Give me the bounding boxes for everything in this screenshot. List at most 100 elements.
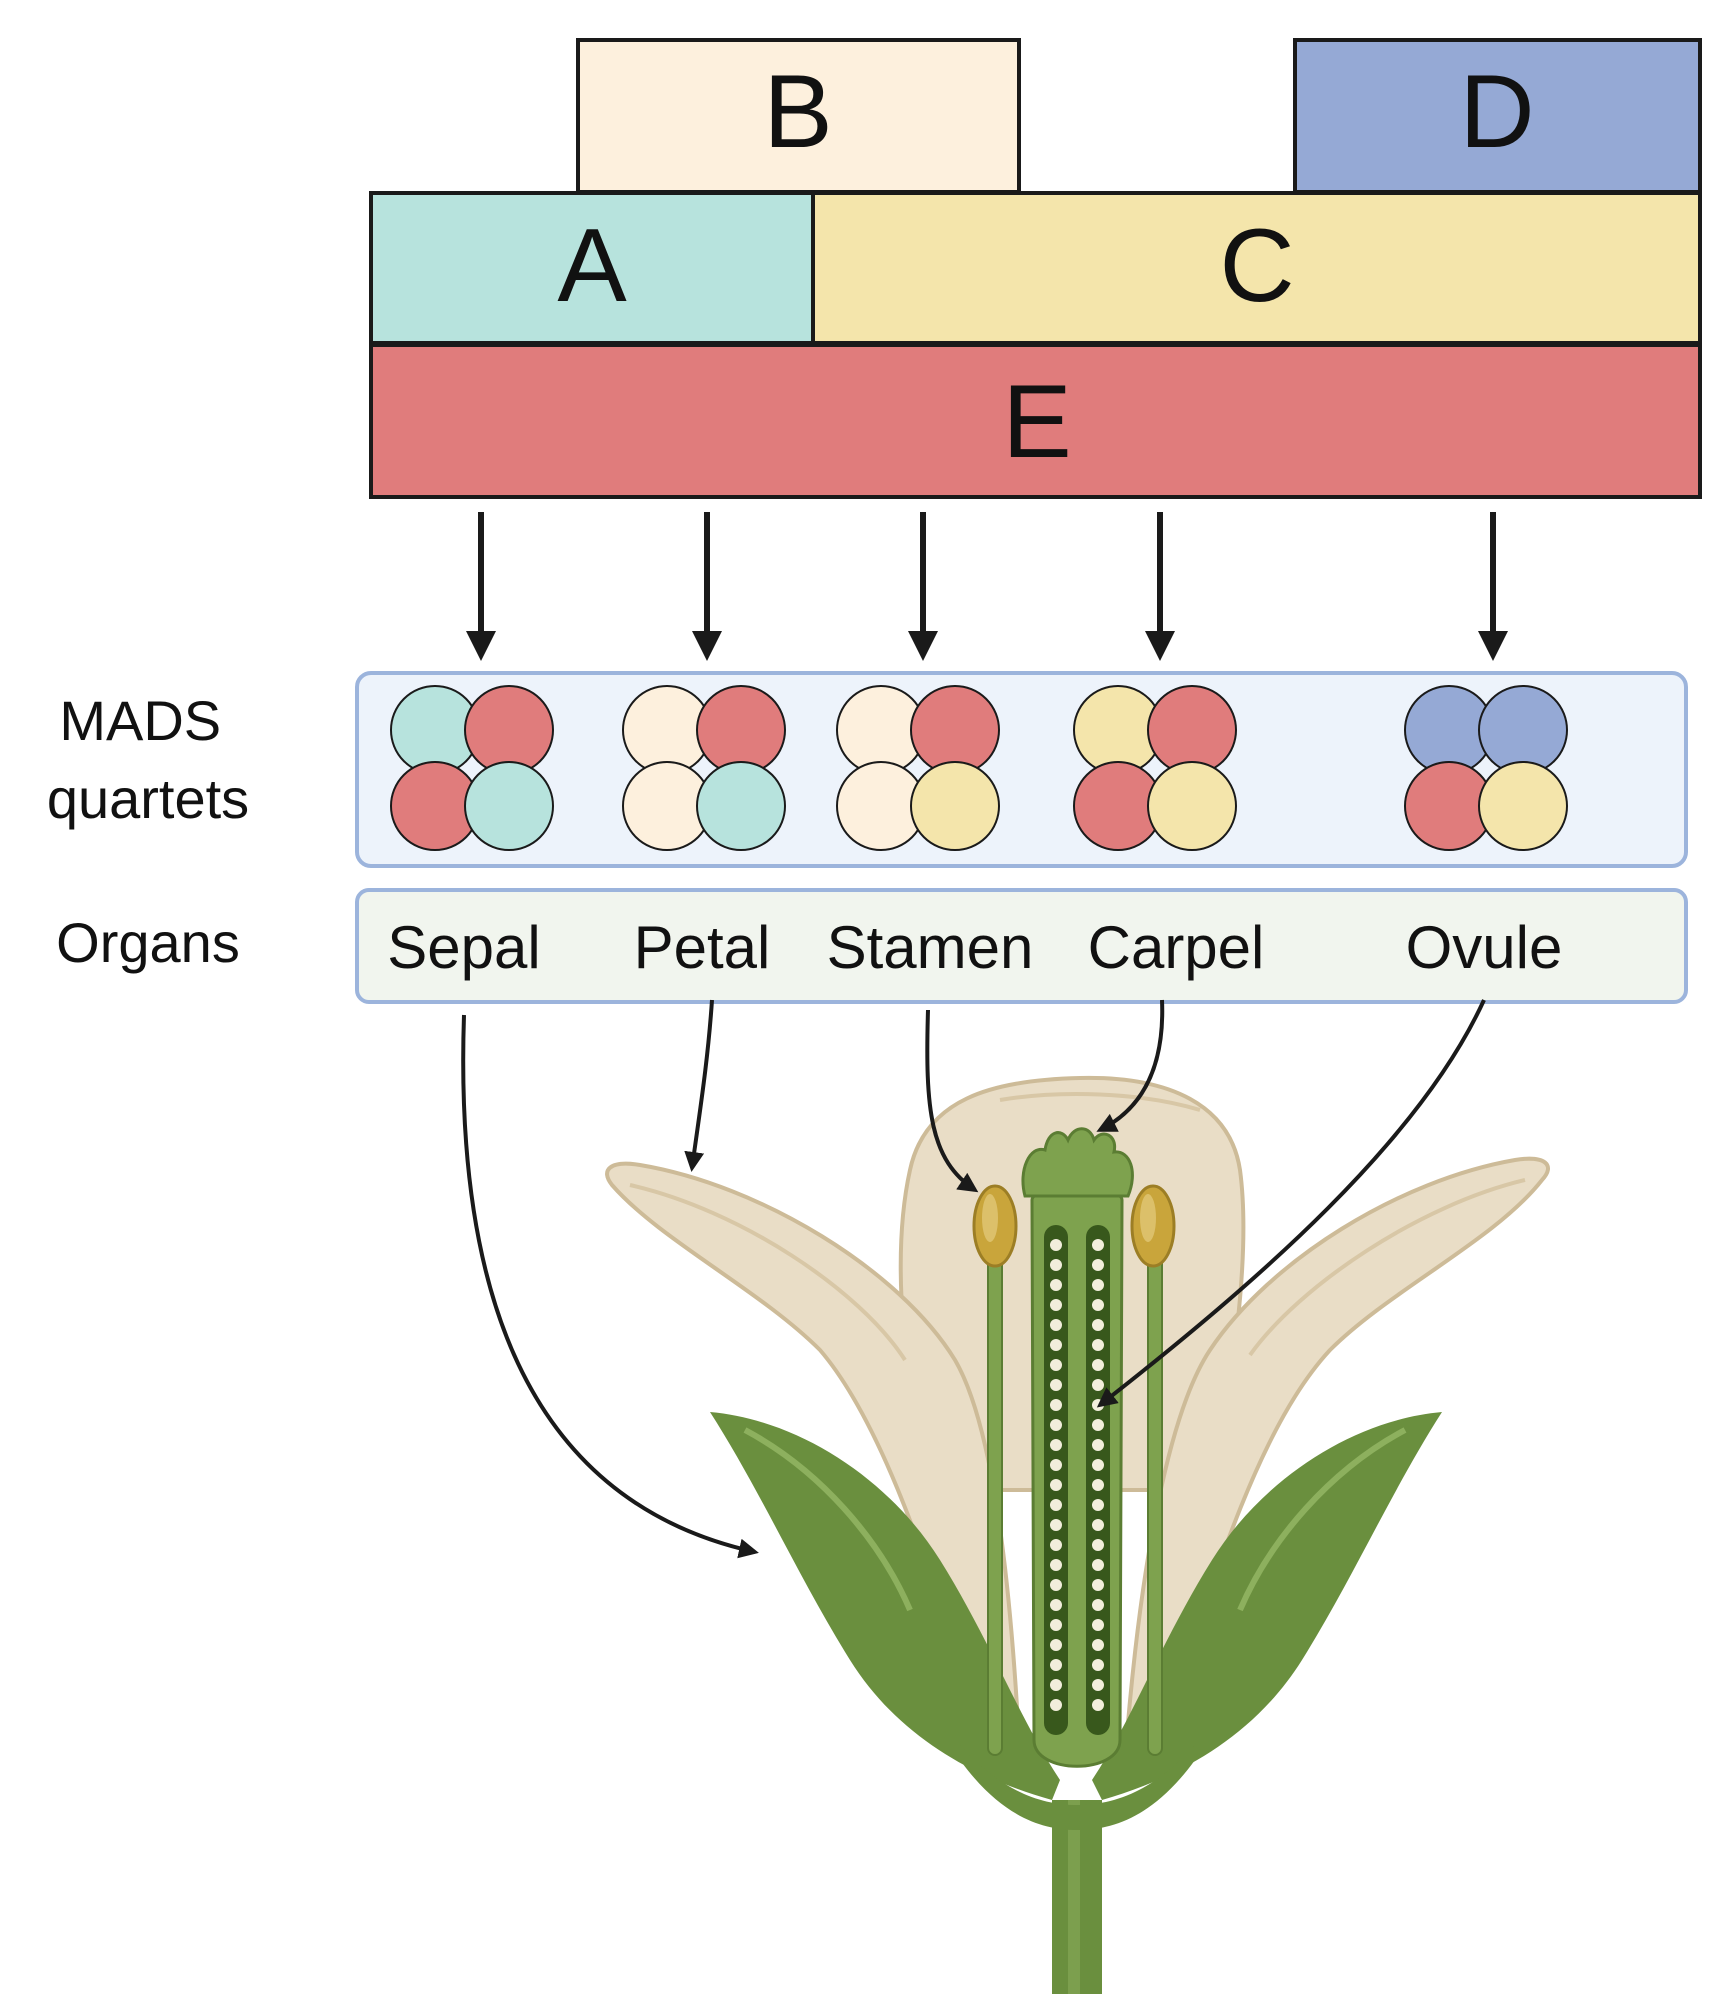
ovule-dot xyxy=(1092,1479,1104,1491)
mads-quartets-label-line2: quartets xyxy=(47,767,249,830)
quartet-carpel xyxy=(1073,685,1237,851)
sepal-left xyxy=(710,1412,1060,1800)
class-d-label: D xyxy=(1459,54,1534,170)
ovule-dot xyxy=(1050,1479,1062,1491)
quartet-sepal xyxy=(390,685,554,851)
ovule-dot xyxy=(1050,1419,1062,1431)
ovule-dot xyxy=(1092,1259,1104,1271)
ovule-dot xyxy=(1050,1639,1062,1651)
ovule-dot xyxy=(1092,1419,1104,1431)
ovule-dot xyxy=(1092,1459,1104,1471)
ovule-dot xyxy=(1050,1439,1062,1451)
quartet-protein-a xyxy=(464,761,554,851)
quartet-protein-c xyxy=(1478,761,1568,851)
ovule-dot xyxy=(1092,1359,1104,1371)
mads-quartets-label: MADS quartets xyxy=(47,689,249,830)
class-boxes: B D A C E xyxy=(369,38,1702,499)
ovule-dot xyxy=(1050,1299,1062,1311)
class-e-label: E xyxy=(1002,364,1071,480)
ovule-dot xyxy=(1092,1379,1104,1391)
ovule-dot xyxy=(1050,1239,1062,1251)
flower-illustration xyxy=(605,1075,1550,1994)
quartet-protein-e xyxy=(910,685,1000,775)
mads-quartets-label-line1: MADS xyxy=(59,689,221,752)
ovule-dot xyxy=(1092,1679,1104,1691)
ovule-dot xyxy=(1050,1699,1062,1711)
ovule-dot xyxy=(1050,1579,1062,1591)
ovule-dot xyxy=(1092,1439,1104,1451)
ovule-dot xyxy=(1092,1279,1104,1291)
quartet-protein-c xyxy=(1147,761,1237,851)
ovule-dot xyxy=(1092,1619,1104,1631)
petal-left xyxy=(605,1161,1023,1773)
quartet-protein-d xyxy=(1478,685,1568,775)
class-a-label: A xyxy=(557,208,627,324)
organ-label-petal: Petal xyxy=(634,914,771,981)
ovule-dot xyxy=(1092,1579,1104,1591)
class-d-box: D xyxy=(1293,38,1702,194)
stigma xyxy=(1021,1127,1134,1198)
organs-panel xyxy=(355,888,1688,1004)
quartet-ovule xyxy=(1404,685,1568,851)
ovule-dot xyxy=(1050,1679,1062,1691)
ovule-dot xyxy=(1050,1559,1062,1571)
arrow-carpel-to-flower xyxy=(1096,999,1165,1132)
ovule-dot xyxy=(1092,1639,1104,1651)
organs-row-label: Organs xyxy=(56,911,240,974)
arrow-petal-to-flower xyxy=(684,999,714,1172)
quartet-protein-e xyxy=(464,685,554,775)
organ-label-carpel: Carpel xyxy=(1088,914,1265,981)
ovule-dot xyxy=(1050,1539,1062,1551)
ovule-dot xyxy=(1050,1259,1062,1271)
ovule-dot xyxy=(1050,1399,1062,1411)
class-c-label: C xyxy=(1219,208,1294,324)
ovule-dot xyxy=(1092,1599,1104,1611)
ovule-dot xyxy=(1050,1459,1062,1471)
ovule-dot xyxy=(1050,1279,1062,1291)
ovule-dot xyxy=(1050,1339,1062,1351)
organ-label-sepal: Sepal xyxy=(387,914,540,981)
quartet-protein-e xyxy=(1147,685,1237,775)
ovule-dot xyxy=(1050,1519,1062,1531)
quartet-petal xyxy=(622,685,786,851)
ovule-dot xyxy=(1092,1239,1104,1251)
arrow-ovule-to-flower xyxy=(1096,999,1486,1408)
ovule-dot xyxy=(1050,1619,1062,1631)
organ-arrows xyxy=(461,999,1486,1559)
class-a-box: A xyxy=(369,191,815,345)
arrow-stamen-to-flower xyxy=(925,1009,979,1193)
ovule-dot xyxy=(1050,1359,1062,1371)
stamen-filament-left xyxy=(987,1249,1003,1756)
ovule-dot xyxy=(1092,1319,1104,1331)
class-b-box: B xyxy=(576,38,1021,194)
ovule-dot xyxy=(1092,1339,1104,1351)
class-b-label: B xyxy=(763,54,832,170)
quartet-protein-e xyxy=(696,685,786,775)
ovule-dot xyxy=(1092,1559,1104,1571)
sepal-right xyxy=(1092,1412,1442,1800)
ovule-dot xyxy=(1050,1379,1062,1391)
ovule-dot xyxy=(1092,1699,1104,1711)
stamen-filament-right xyxy=(1147,1249,1163,1756)
ovule-dot xyxy=(1050,1499,1062,1511)
ovule-dot xyxy=(1092,1519,1104,1531)
ovule-dot xyxy=(1050,1319,1062,1331)
down-arrows xyxy=(466,512,1508,661)
quartet-stamen xyxy=(836,685,1000,851)
organ-label-stamen: Stamen xyxy=(827,914,1034,981)
ovule-dots xyxy=(1050,1239,1104,1711)
ovule-dot xyxy=(1092,1299,1104,1311)
quartet-protein-c xyxy=(910,761,1000,851)
organ-labels: Sepal Petal Stamen Carpel Ovule xyxy=(387,914,1562,981)
mads-quartets xyxy=(390,685,1568,851)
class-e-box: E xyxy=(369,343,1702,499)
ovule-dot xyxy=(1050,1599,1062,1611)
ovule-dot xyxy=(1092,1659,1104,1671)
quartet-protein-a xyxy=(696,761,786,851)
class-c-box: C xyxy=(811,191,1702,345)
mads-quartets-panel xyxy=(355,671,1688,868)
ovule-dot xyxy=(1092,1499,1104,1511)
arrow-sepal-to-flower xyxy=(461,1014,759,1559)
ovule-dot xyxy=(1092,1539,1104,1551)
